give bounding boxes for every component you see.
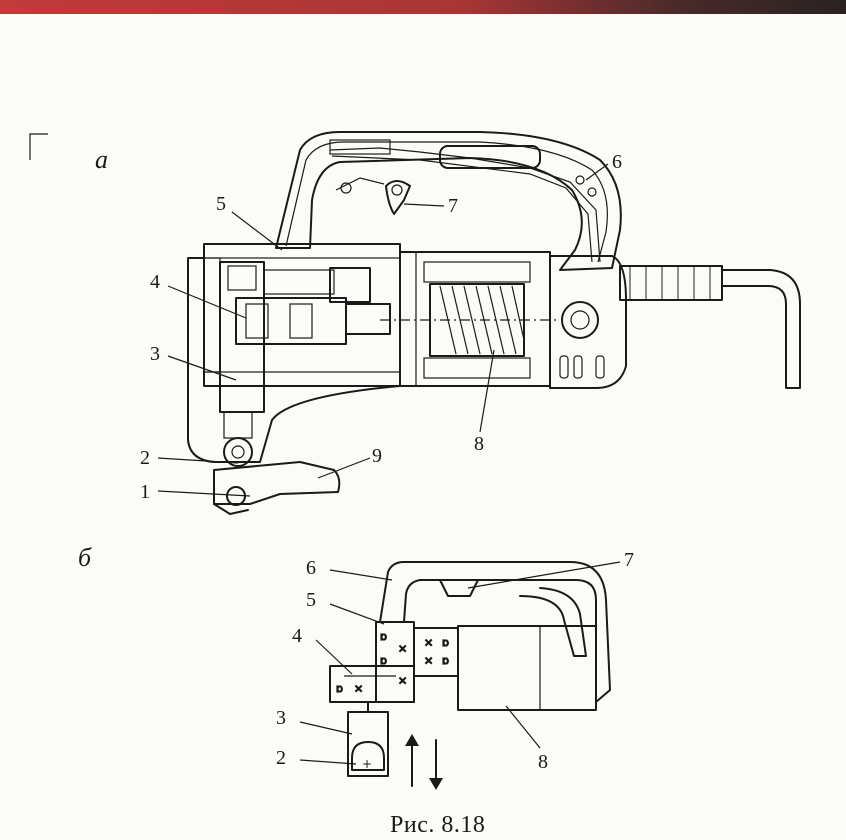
switch-housing [329, 139, 391, 155]
eccentric-shaft [235, 297, 347, 345]
cable-sleeve-ribs [629, 266, 711, 300]
scan-corner-mark [29, 133, 48, 160]
scan-top-strip [0, 0, 846, 14]
cable-clip-2 [587, 187, 597, 197]
scheme-eccentric [329, 665, 415, 703]
cable-sleeve [619, 265, 723, 301]
front-body [187, 257, 401, 463]
figure-caption: Рис. 8.18 [390, 812, 486, 838]
vent-slot-3 [595, 355, 605, 379]
label-a-7: 7 [448, 195, 458, 217]
switch-link [335, 177, 385, 191]
view-a-leaders [157, 163, 609, 497]
label-a-9: 9 [372, 445, 382, 467]
scheme-gear-shaft [413, 627, 459, 677]
upper-blade-holder [223, 411, 253, 439]
svg-text:ɒ: ɒ [442, 654, 449, 667]
view-b: б ɒ × ɒ × ɒ × ɒ × ɒ × + [78, 543, 634, 790]
gear-housing-top-wall [203, 243, 401, 259]
label-b-2: 2 [276, 747, 286, 769]
scheme-blade-mark: + [362, 757, 372, 771]
upper-blade-bolt-inner [231, 445, 245, 459]
svg-text:ɒ: ɒ [442, 636, 449, 649]
cable-line-2 [331, 155, 593, 263]
scheme-handle [379, 561, 611, 703]
svg-text:ɒ: ɒ [380, 630, 387, 643]
label-a-8: 8 [474, 433, 484, 455]
switch-pivot [391, 184, 403, 196]
bearing-right [289, 303, 313, 339]
label-a-3: 3 [150, 343, 160, 365]
label-a-5: 5 [216, 193, 226, 215]
gear-housing [203, 243, 401, 387]
view-a: а [95, 131, 801, 515]
handle-outline [275, 131, 622, 271]
view-a-letter: а [95, 145, 108, 174]
stator-top [423, 261, 531, 283]
pinion [329, 267, 371, 303]
switch-lever [385, 180, 411, 215]
label-b-6: 6 [306, 557, 316, 579]
label-b-8: 8 [538, 751, 548, 773]
svg-text:×: × [424, 654, 433, 667]
svg-text:×: × [398, 642, 407, 655]
gear-housing-left-wall [203, 257, 221, 373]
knife-tip [213, 503, 249, 515]
lower-knife [213, 461, 341, 505]
scheme-motor [457, 625, 597, 711]
scheme-handle-grip [519, 587, 587, 657]
rear-cover [549, 255, 627, 389]
view-b-letter: б [78, 543, 92, 572]
svg-text:ɒ: ɒ [380, 654, 387, 667]
svg-text:×: × [424, 636, 433, 649]
view-b-leaders [299, 561, 621, 765]
stator-bottom [423, 357, 531, 379]
label-b-7: 7 [624, 549, 634, 571]
svg-text:×: × [354, 682, 363, 695]
label-a-2: 2 [140, 447, 150, 469]
label-a-6: 6 [612, 151, 622, 173]
coupling [345, 303, 391, 335]
label-b-4: 4 [292, 625, 302, 647]
label-a-4: 4 [150, 271, 160, 293]
svg-text:×: × [398, 674, 407, 687]
vent-slot-2 [573, 355, 583, 379]
slider-top [227, 265, 257, 291]
fan-hub-inner [570, 310, 590, 330]
label-b-3: 3 [276, 707, 286, 729]
scheme-switch [439, 579, 479, 597]
label-a-1: 1 [140, 481, 150, 503]
gear-wheel [263, 269, 335, 295]
scheme-bearing-marks: ɒ × ɒ × ɒ × ɒ × ɒ × [335, 629, 449, 695]
slider [219, 261, 265, 413]
fan-hub [561, 301, 599, 339]
handle-inner-line [285, 141, 608, 263]
motion-arrows [405, 734, 443, 790]
capacitor [439, 145, 541, 169]
cable-clip-1 [575, 175, 585, 185]
power-cable [721, 269, 801, 389]
motor-end-shield [399, 251, 417, 387]
cable-line-1 [329, 147, 601, 263]
switch-spring [340, 182, 352, 194]
svg-text:ɒ: ɒ [336, 682, 343, 695]
label-b-5: 5 [306, 589, 316, 611]
bearing-left [245, 303, 269, 339]
scheme-blade-2 [351, 741, 385, 771]
vent-slot-1 [559, 355, 569, 379]
motor-housing [399, 251, 551, 387]
scheme-slider [347, 711, 389, 777]
